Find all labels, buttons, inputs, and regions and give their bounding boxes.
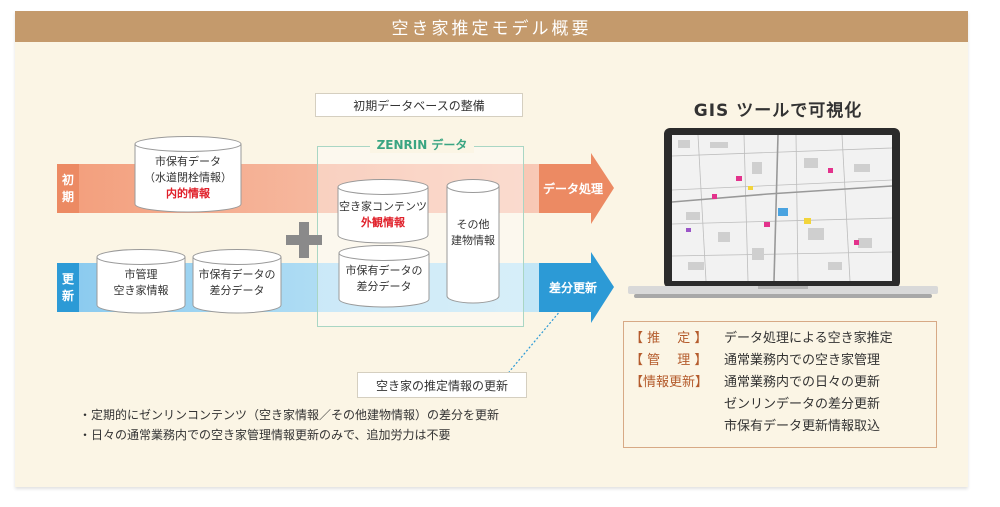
vacant-contents-line1: 空き家コンテンツ [339, 200, 427, 213]
city-diff-line2: 差分データ [209, 284, 265, 297]
info-row-estimate: 【 推 定 】 データ処理による空き家推定 [630, 328, 936, 350]
info-key-manage: 【 管 理 】 [630, 353, 708, 368]
info-estimate-line1: データ処理による空き家推定 [724, 331, 893, 346]
initial-label-1: 初 [61, 172, 74, 187]
info-update-line1: 通常業務内での日々の更新 [724, 375, 881, 390]
plus-icon [286, 222, 322, 258]
other-buildings-line2: 建物情報 [451, 234, 495, 247]
diff-update-label: 差分更新 [549, 281, 598, 295]
info-manage-line1: 通常業務内での空き家管理 [724, 353, 881, 368]
info-key-update: 【情報更新】 [630, 375, 709, 390]
cylinder-other-buildings: その他 建物情報 [446, 179, 500, 304]
info-update-line3: 市保有データ更新情報取込 [724, 419, 881, 434]
cylinder-city-owned-data: 市保有データ （水道閉栓情報） 内的情報 [134, 136, 242, 213]
info-row-update: 【情報更新】 通常業務内での日々の更新 ゼンリンデータの差分更新 市保有データ更… [630, 372, 936, 438]
note-2: ・日々の通常業務内での空き家管理情報更新のみで、追加労力は不要 [79, 428, 451, 442]
initial-arrow [539, 153, 614, 224]
cylinder-vacant-contents: 空き家コンテンツ 外観情報 [337, 179, 429, 244]
zenrin-data-title: ZENRIN データ [370, 136, 474, 153]
initial-label-2: 期 [61, 189, 74, 204]
cylinder-city-diff-data: 市保有データの 差分データ [192, 249, 282, 314]
update-band-label: 更 新 [57, 263, 79, 312]
update-label-1: 更 [61, 271, 74, 286]
city-managed-line1: 市管理 [124, 268, 158, 281]
city-owned-diff-line2: 差分データ [356, 280, 412, 293]
city-owned-line2: （水道閉栓情報） [144, 171, 232, 184]
city-owned-line1: 市保有データ [155, 155, 221, 168]
city-managed-line2: 空き家情報 [113, 284, 169, 297]
note-1: ・定期的にゼンリンコンテンツ（空き家情報／その他建物情報）の差分を更新 [79, 408, 500, 422]
cylinder-city-managed-vacant: 市管理 空き家情報 [96, 249, 186, 314]
city-owned-diff-line1: 市保有データの [345, 264, 423, 277]
update-arrow [539, 252, 614, 323]
notes: ・定期的にゼンリンコンテンツ（空き家情報／その他建物情報）の差分を更新 ・日々の… [79, 405, 499, 445]
cylinder-city-owned-diff: 市保有データの 差分データ [338, 245, 430, 308]
info-row-manage: 【 管 理 】 通常業務内での空き家管理 [630, 350, 936, 372]
update-info-label: 空き家の推定情報の更新 [357, 372, 527, 398]
city-diff-line1: 市保有データの [198, 268, 276, 281]
initial-band-label: 初 期 [57, 164, 79, 213]
gis-title: GIS ツールで可視化 [693, 101, 863, 121]
info-box: 【 推 定 】 データ処理による空き家推定 【 管 理 】 通常業務内での空き家… [623, 321, 937, 448]
laptop-illustration [628, 128, 938, 300]
other-buildings-line1: その他 [456, 218, 490, 231]
exterior-info-label: 外観情報 [361, 216, 405, 229]
page-title: 空き家推定モデル概要 [15, 11, 968, 42]
db-setup-label: 初期データベースの整備 [315, 93, 523, 117]
dotted-connector [508, 309, 562, 373]
info-key-estimate: 【 推 定 】 [630, 331, 708, 346]
internal-info-label: 内的情報 [166, 187, 210, 200]
info-update-line2: ゼンリンデータの差分更新 [724, 397, 881, 412]
data-processing-label: データ処理 [543, 182, 604, 196]
update-label-2: 新 [61, 288, 74, 303]
